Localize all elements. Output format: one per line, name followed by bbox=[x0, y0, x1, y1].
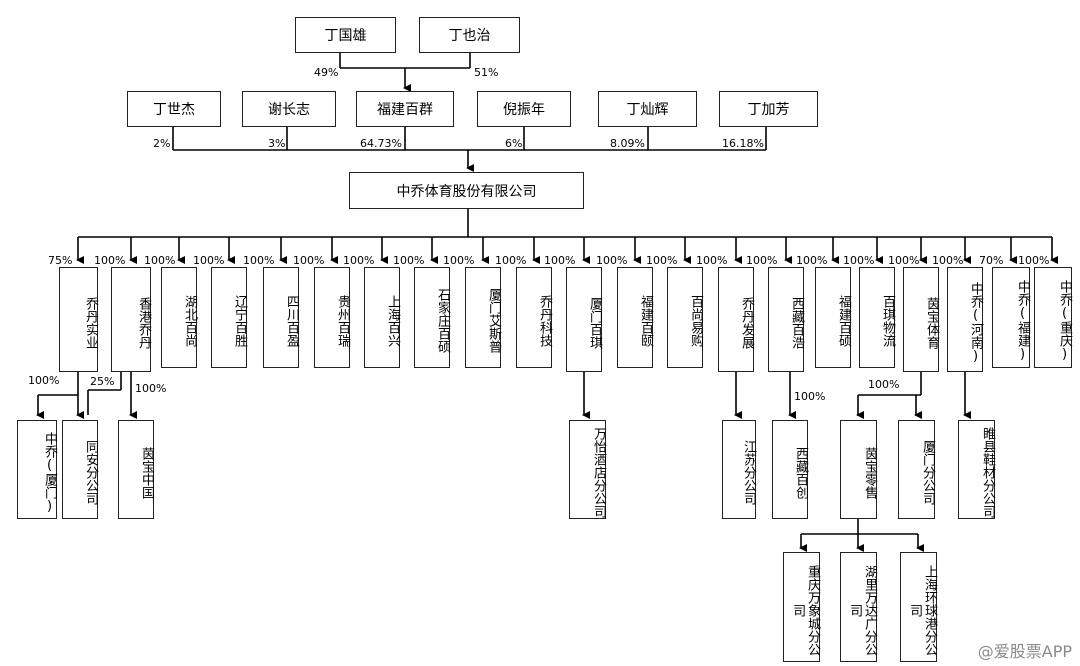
subsidiary-shanghai-baixing: 上海百兴 bbox=[364, 267, 400, 368]
share-label: 100% bbox=[868, 378, 900, 391]
shareholder-ding-jiafang: 丁加芳 bbox=[719, 91, 818, 127]
share-label: 70% bbox=[979, 254, 1004, 267]
third-umbro-retail: 茵宝零售 bbox=[840, 420, 877, 519]
third-jiangsu-branch: 江苏分公司 bbox=[722, 420, 756, 519]
shareholder-ding-canhui: 丁灿辉 bbox=[598, 91, 697, 127]
third-xiamen-branch: 厦门分公司 bbox=[898, 420, 935, 519]
subsidiary-shijiazhuang-baishuo: 石家庄百硕 bbox=[414, 267, 450, 368]
shareholder-fujian-baiqun: 福建百群 bbox=[356, 91, 454, 127]
share-label: 16.18% bbox=[722, 137, 764, 150]
share-label: 64.73% bbox=[360, 137, 402, 150]
third-umbro-china: 茵宝中国 bbox=[118, 420, 154, 519]
share-label: 100% bbox=[888, 254, 920, 267]
share-label: 51% bbox=[474, 66, 499, 79]
shareholder-ni-zhennian: 倪振年 bbox=[477, 91, 571, 127]
subsidiary-sichuan-baiying: 四川百盈 bbox=[263, 267, 299, 368]
subsidiary-xiamen-aisipu: 厦门艾斯普 bbox=[465, 267, 501, 368]
third-xizang-baichuang: 西藏百创 bbox=[772, 420, 808, 519]
share-label: 100% bbox=[94, 254, 126, 267]
subsidiary-umbro-tiyu: 茵宝体育 bbox=[903, 267, 939, 372]
subsidiary-liaoning-baisheng: 辽宁百胜 bbox=[211, 267, 247, 368]
shareholder-ding-guoxiong: 丁国雄 bbox=[295, 17, 396, 53]
subsidiary-hubei-baishang: 湖北百尚 bbox=[161, 267, 197, 368]
fourth-shanghai-huanqiugang-branch: 上海环球港分公司 bbox=[900, 552, 937, 662]
share-label: 100% bbox=[646, 254, 678, 267]
shareholder-ding-shijie: 丁世杰 bbox=[127, 91, 221, 127]
share-label: 100% bbox=[193, 254, 225, 267]
share-label: 100% bbox=[293, 254, 325, 267]
share-label: 100% bbox=[135, 382, 167, 395]
share-label: 100% bbox=[796, 254, 828, 267]
share-label: 100% bbox=[544, 254, 576, 267]
share-label: 3% bbox=[268, 137, 286, 150]
shareholder-xie-changzhi: 谢长志 bbox=[242, 91, 336, 127]
subsidiary-hk-qiaodan: 香港乔丹 bbox=[111, 267, 151, 372]
subsidiary-baishang-yigou: 百尚易购 bbox=[667, 267, 703, 368]
third-wanyi-hotel-branch: 万怡酒店分公司 bbox=[569, 420, 606, 519]
subsidiary-fujian-baishuo: 福建百硕 bbox=[815, 267, 851, 368]
subsidiary-xiamen-baiqi: 厦门百琪 bbox=[566, 267, 602, 372]
subsidiary-baiqi-wuliu: 百琪物流 bbox=[859, 267, 895, 368]
share-label: 25% bbox=[90, 375, 115, 388]
share-label: 100% bbox=[696, 254, 728, 267]
share-label: 100% bbox=[393, 254, 425, 267]
subsidiary-zhongqiao-henan: 中乔(河南) bbox=[947, 267, 983, 372]
shareholder-ding-yezhi: 丁也治 bbox=[419, 17, 520, 53]
subsidiary-qiaodan-shiye: 乔丹实业 bbox=[59, 267, 98, 372]
third-tongan-branch: 同安分公司 bbox=[62, 420, 98, 519]
share-label: 100% bbox=[596, 254, 628, 267]
share-label: 100% bbox=[495, 254, 527, 267]
share-label: 100% bbox=[343, 254, 375, 267]
third-zhongqiao-xiamen: 中乔(厦门) bbox=[17, 420, 57, 519]
fourth-chongqing-wanxiangcheng-branch: 重庆万象城分公司 bbox=[783, 552, 820, 662]
subsidiary-qiaodan-keji: 乔丹科技 bbox=[516, 267, 552, 368]
share-label: 100% bbox=[794, 390, 826, 403]
share-label: 6% bbox=[505, 137, 523, 150]
third-suixian-branch: 睢县鞋材分公司 bbox=[958, 420, 995, 519]
subsidiary-xizang-baihao: 西藏百浩 bbox=[768, 267, 804, 372]
share-label: 100% bbox=[932, 254, 964, 267]
fourth-huli-wanda-branch: 湖里万达广分公司 bbox=[840, 552, 877, 662]
share-label: 49% bbox=[314, 66, 339, 79]
subsidiary-guizhou-bairui: 贵州百瑞 bbox=[314, 267, 350, 368]
share-label: 100% bbox=[144, 254, 176, 267]
company-box: 中乔体育股份有限公司 bbox=[349, 172, 584, 209]
share-label: 2% bbox=[153, 137, 171, 150]
watermark: @爱股票APP bbox=[977, 642, 1072, 661]
share-label: 100% bbox=[1018, 254, 1050, 267]
subsidiary-fujian-baiyi: 福建百颐 bbox=[617, 267, 653, 368]
subsidiary-zhongqiao-chongqing: 中乔(重庆) bbox=[1034, 267, 1072, 368]
share-label: 100% bbox=[843, 254, 875, 267]
share-label: 8.09% bbox=[610, 137, 645, 150]
share-label: 100% bbox=[28, 374, 60, 387]
share-label: 100% bbox=[443, 254, 475, 267]
share-label: 75% bbox=[48, 254, 73, 267]
share-label: 100% bbox=[243, 254, 275, 267]
share-label: 100% bbox=[746, 254, 778, 267]
subsidiary-zhongqiao-fujian: 中乔(福建) bbox=[992, 267, 1030, 368]
subsidiary-qiaodan-fazhan: 乔丹发展 bbox=[718, 267, 754, 372]
